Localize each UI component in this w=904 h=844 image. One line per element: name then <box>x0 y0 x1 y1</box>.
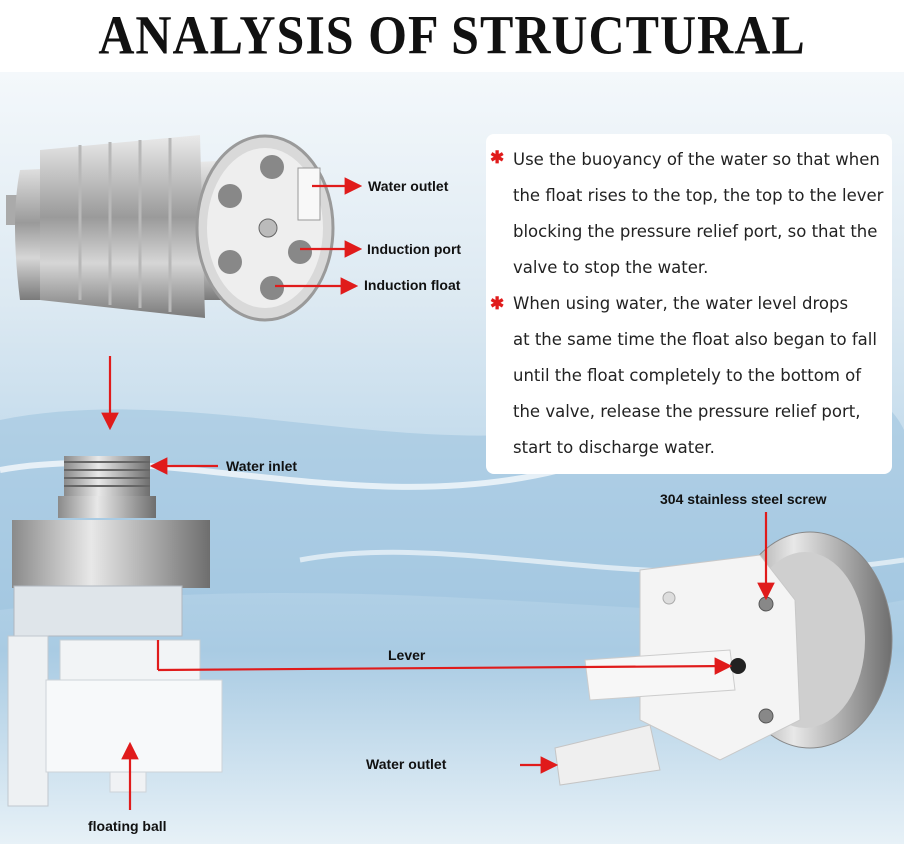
asterisk-icon: ✱ <box>490 148 505 167</box>
callout-arrows <box>101 177 775 810</box>
description-line: at the same time the float also began to… <box>513 330 877 349</box>
description-line: Use the buoyancy of the water so that wh… <box>513 150 880 169</box>
description-line: valve to stop the water. <box>513 258 709 277</box>
label-induction-port: Induction port <box>367 241 462 257</box>
page-title: ANALYSIS OF STRUCTURAL PRINCIPLE <box>0 0 904 143</box>
label-water-inlet: Water inlet <box>226 458 298 474</box>
label-stainless-screw: 304 stainless steel screw <box>660 491 827 507</box>
valve-side-view <box>7 456 223 807</box>
valve-top-view <box>6 134 335 322</box>
label-induction-float: Induction float <box>364 277 461 293</box>
description-line: When using water, the water level drops <box>513 294 849 313</box>
label-water-outlet-top: Water outlet <box>368 178 449 194</box>
description-line: the float rises to the top, the top to t… <box>513 186 884 205</box>
description-line: the valve, release the pressure relief p… <box>513 402 861 421</box>
label-water-outlet-bottom: Water outlet <box>366 756 447 772</box>
description-line: blocking the pressure relief port, so th… <box>513 222 878 241</box>
description-panel: ✱ Use the buoyancy of the water so that … <box>486 134 892 474</box>
asterisk-icon: ✱ <box>490 294 505 313</box>
description-line: until the float completely to the bottom… <box>513 366 862 385</box>
description-line: start to discharge water. <box>513 438 715 457</box>
label-floating-ball: floating ball <box>88 818 167 834</box>
label-lever: Lever <box>388 647 426 663</box>
